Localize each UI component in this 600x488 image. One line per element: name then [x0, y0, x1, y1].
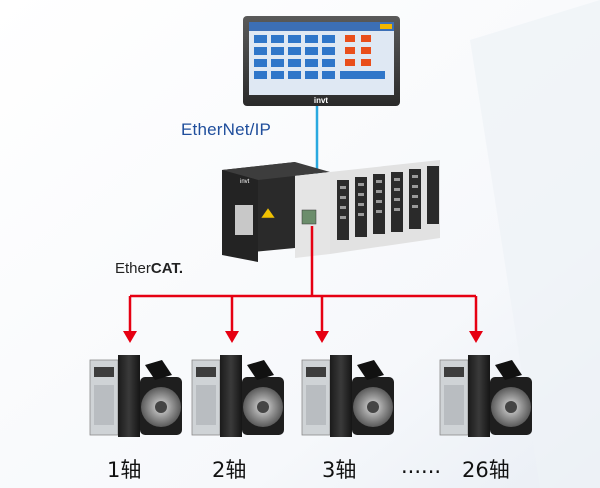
- ethercat-label: EtherCAT.: [115, 260, 183, 277]
- ethercat-bus: [128, 226, 478, 335]
- axis-label-3: 3轴: [322, 458, 357, 482]
- axis-label-2: 2轴: [212, 458, 247, 482]
- servo-axis-26: [439, 355, 532, 437]
- ethercat-label-bold: CAT.: [150, 260, 184, 277]
- ethernet-ip-label: EtherNet/IP: [181, 120, 272, 139]
- plc-controller: invt: [222, 160, 440, 262]
- plc-brand-logo: invt: [240, 179, 250, 185]
- hmi-brand-logo: invt: [314, 96, 329, 105]
- servo-axis-2: [191, 355, 284, 437]
- axis-label-26: 26轴: [462, 458, 510, 482]
- servo-axis-1: [89, 355, 182, 437]
- hmi-touch-panel: invt: [243, 16, 400, 106]
- servo-axis-3: [301, 355, 394, 437]
- axis-ellipsis: ......: [401, 454, 442, 478]
- ethercat-label-prefix: Ether: [115, 260, 151, 277]
- ethercat-arrows: [123, 331, 483, 343]
- axis-label-1: 1轴: [107, 458, 142, 482]
- background-accent: [470, 0, 600, 488]
